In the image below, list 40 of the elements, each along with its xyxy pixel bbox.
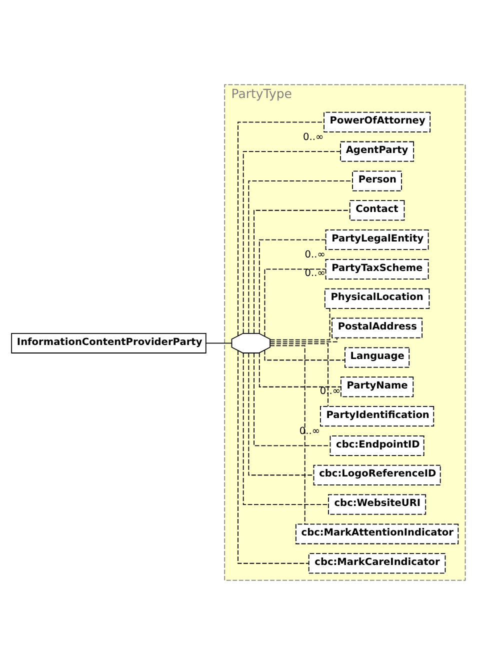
node-octagon: [231, 332, 271, 353]
connector: [248, 352, 314, 476]
node-box: PowerOfAttorney: [324, 111, 431, 132]
node-label: 0..∞: [303, 131, 324, 142]
connector: [242, 352, 329, 504]
node-box: PartyName: [340, 376, 414, 397]
connector: [270, 344, 306, 524]
node-box: cbc:LogoReferenceID: [313, 464, 441, 485]
node-box: cbc:MarkAttentionIndicator: [295, 523, 459, 544]
node-box: cbc:MarkCareIndicator: [308, 552, 446, 574]
node-label: 0..∞: [304, 268, 326, 279]
connector: [248, 180, 353, 334]
node-box: InformationContentProviderParty: [11, 332, 206, 353]
connector: [242, 150, 341, 334]
connector: [264, 349, 346, 360]
node-box: Person: [352, 170, 402, 191]
connector: [238, 350, 310, 564]
connector: [270, 308, 330, 340]
connector: [264, 268, 326, 336]
node-box: PostalAddress: [332, 317, 422, 338]
connector: [270, 342, 328, 406]
node-box: Language: [344, 346, 410, 368]
connector: [258, 352, 342, 387]
node-box: PartyTaxScheme: [325, 258, 429, 279]
node-box: PartyIdentification: [320, 406, 434, 426]
connector: [238, 121, 324, 336]
node-box: Contact: [349, 200, 405, 220]
node-label: 0..∞: [304, 248, 326, 260]
node-box: AgentParty: [340, 140, 414, 162]
node-box: PartyLegalEntity: [325, 229, 429, 250]
connector: [270, 337, 338, 342]
connector: [254, 352, 331, 446]
node-box: cbc:EndpointID: [330, 434, 424, 456]
connector: [254, 209, 350, 334]
node-box: cbc:WebsiteURI: [328, 494, 426, 514]
node-box: PhysicalLocation: [324, 288, 430, 308]
node-label: 0..∞: [320, 385, 341, 396]
node-label: 0..∞: [299, 425, 320, 436]
connector: [205, 342, 232, 344]
connector: [258, 238, 326, 334]
